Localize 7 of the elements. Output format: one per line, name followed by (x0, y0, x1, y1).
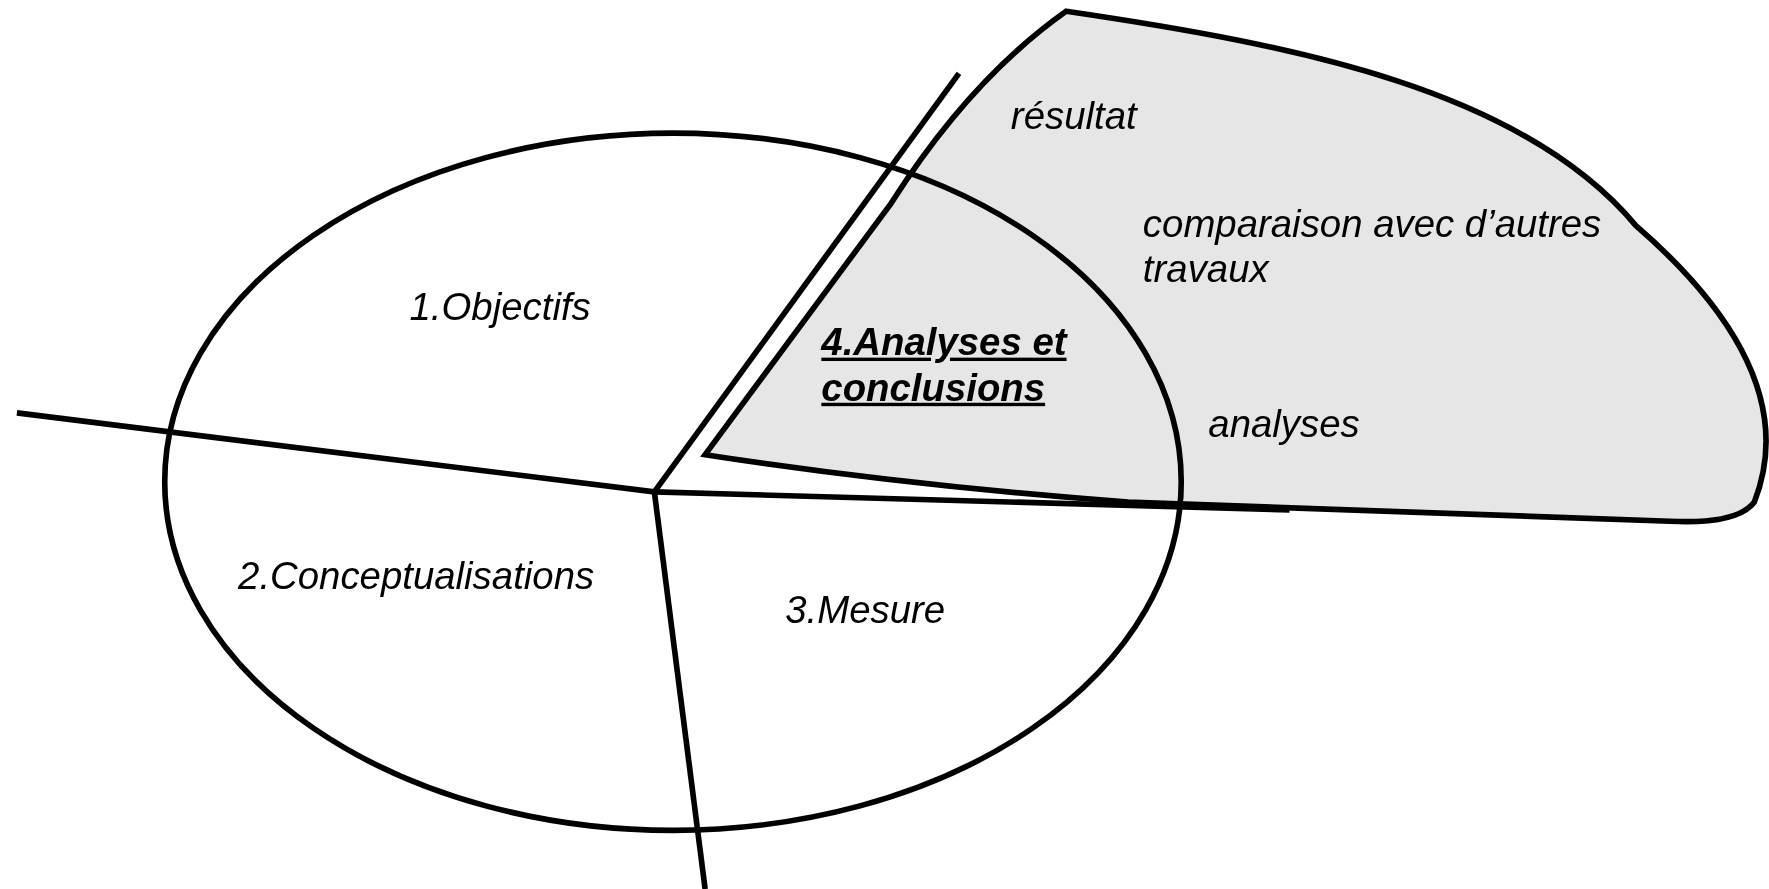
region-label: 1.Objectifs (409, 284, 591, 330)
region-label: résultat (1010, 92, 1137, 138)
section-heading: 4.Analyses et conclusions (821, 319, 1069, 410)
region-label: 2.Conceptualisations (238, 552, 595, 598)
region-label: analyses (1208, 400, 1360, 446)
region-label: 3.Mesure (785, 586, 946, 632)
region-label: comparaison avec d’autres travaux (1142, 200, 1603, 292)
